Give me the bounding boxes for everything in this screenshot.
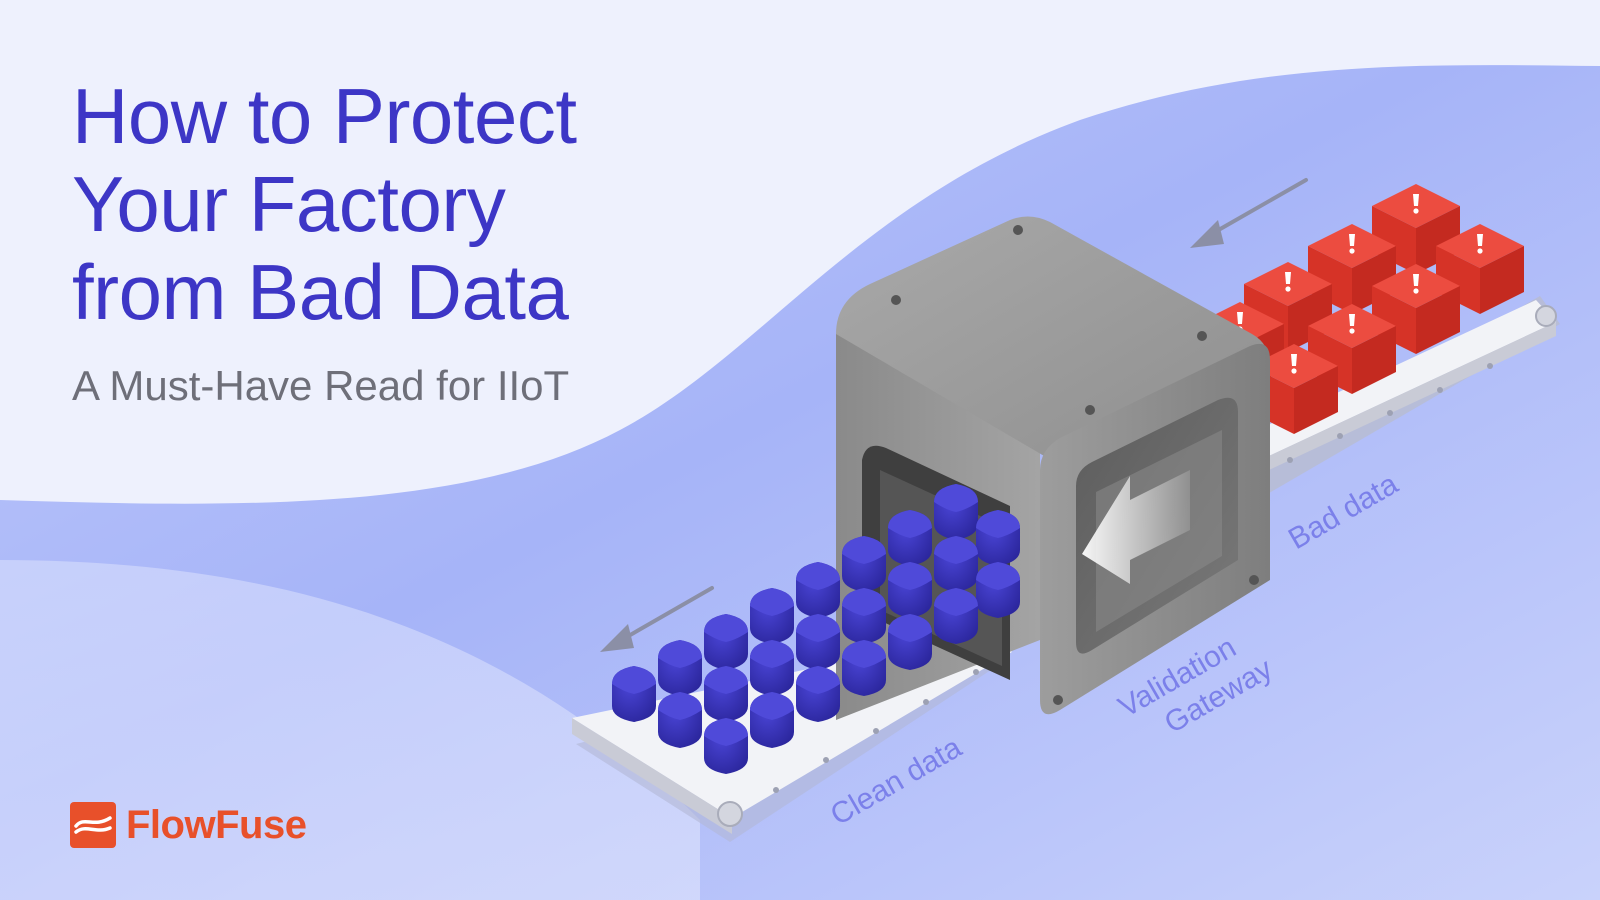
clean-cube — [796, 562, 840, 618]
clean-cube — [976, 510, 1020, 566]
brand-name: FlowFuse — [126, 802, 307, 847]
clean-cube — [658, 692, 702, 748]
clean-cube — [934, 484, 978, 540]
page-title: How to Protect Your Factory from Bad Dat… — [72, 72, 577, 336]
clean-data-flow-arrow-icon — [600, 586, 714, 652]
clean-cube — [934, 536, 978, 592]
title-line: Your Factory — [72, 160, 506, 248]
clean-cube — [612, 666, 656, 722]
clean-cube — [976, 562, 1020, 618]
clean-cube — [888, 510, 932, 566]
clean-cube — [842, 536, 886, 592]
bad-data-flow-arrow-icon — [1190, 178, 1308, 248]
clean-cube — [796, 614, 840, 670]
page-subtitle: A Must-Have Read for IIoT — [72, 362, 570, 409]
clean-cube — [934, 588, 978, 644]
clean-cube — [888, 562, 932, 618]
clean-cube — [888, 614, 932, 670]
validation-arrow-icon — [1082, 470, 1190, 584]
flowfuse-logo-icon — [70, 802, 116, 848]
clean-cube — [704, 666, 748, 722]
clean-cube — [842, 640, 886, 696]
clean-cube — [750, 640, 794, 696]
title-line: How to Protect — [72, 72, 577, 160]
brand-logo[interactable]: FlowFuse — [70, 802, 307, 848]
clean-cube — [704, 614, 748, 670]
clean-cube — [704, 718, 748, 774]
clean-cube — [842, 588, 886, 644]
clean-cube — [750, 692, 794, 748]
clean-cube — [658, 640, 702, 696]
clean-cube — [796, 666, 840, 722]
clean-cube — [750, 588, 794, 644]
title-line: from Bad Data — [72, 248, 569, 336]
